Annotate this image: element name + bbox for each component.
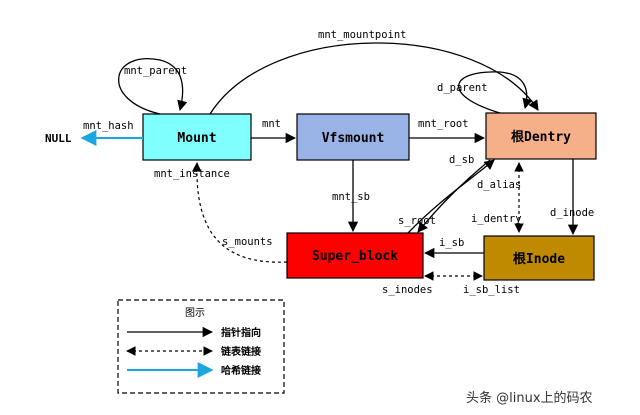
node-superblock-box [286,232,424,279]
edge-label-s-mounts: s_mounts [222,236,273,248]
edge-mnt-mountpoint [209,42,539,115]
node-mount-label: Mount [177,131,216,146]
node-mount: Mount [142,113,252,161]
edge-d-sb [417,159,491,233]
edge-label-mnt-parent: mnt_parent [124,65,187,77]
edge-mnt-parent [118,58,188,115]
node-mount-box [142,113,252,161]
edge-label-mnt-root: mnt_root [418,118,469,130]
node-superblock: Super_block [286,232,424,279]
edge-label-s-inodes: s_inodes [382,284,433,296]
watermark: 头条 @linux上的码农 [466,390,593,406]
edge-label-mnt-hash: mnt_hash [83,120,134,132]
edge-label-s-root: s_root [398,215,436,227]
node-superblock-label: Super_block [312,249,398,264]
edge-label-mnt-sb: mnt_sb [332,191,370,203]
edge-label-i-sb-list: i_sb_list [463,284,520,296]
edge-s-mounts [191,162,288,263]
legend-box [117,299,285,394]
edge-d-parent [458,71,533,114]
edge-label-mnt-mountpoint: mnt_mountpoint [318,29,407,41]
null-label: NULL [45,132,72,145]
edge-label-d-alias: d_alias [477,179,521,191]
edge-label-d-sb: d_sb [449,154,474,166]
node-dentry: 根Dentry [485,112,597,160]
node-inode-label: 根Inode [513,251,565,267]
node-inode-box [483,235,595,281]
node-vfsmount-label: Vfsmount [322,131,385,146]
node-dentry-label: 根Dentry [511,129,571,145]
node-dentry-box [485,112,597,160]
edge-label-i-sb: i_sb [439,237,464,249]
node-vfsmount: Vfsmount [296,113,410,161]
edge-label-mnt: mnt [262,118,281,130]
node-vfsmount-box [296,113,410,161]
edge-label-d-inode: d_inode [550,207,594,219]
edge-label-i-dentry: i_dentry [471,213,522,225]
legend-label-solid: 指针指向 [221,326,261,339]
legend-title: 图示 [185,307,205,319]
edge-label-mnt-instance: mnt_instance [154,168,230,180]
node-inode: 根Inode [483,235,595,281]
legend-label-hash: 哈希链接 [221,364,261,377]
edge-label-d-parent: d_parent [437,82,488,94]
legend: 图示 指针指向 链表链接 哈希链接 [117,299,285,394]
legend-label-dashed: 链表链接 [220,345,261,358]
edge-s-root [407,159,495,234]
